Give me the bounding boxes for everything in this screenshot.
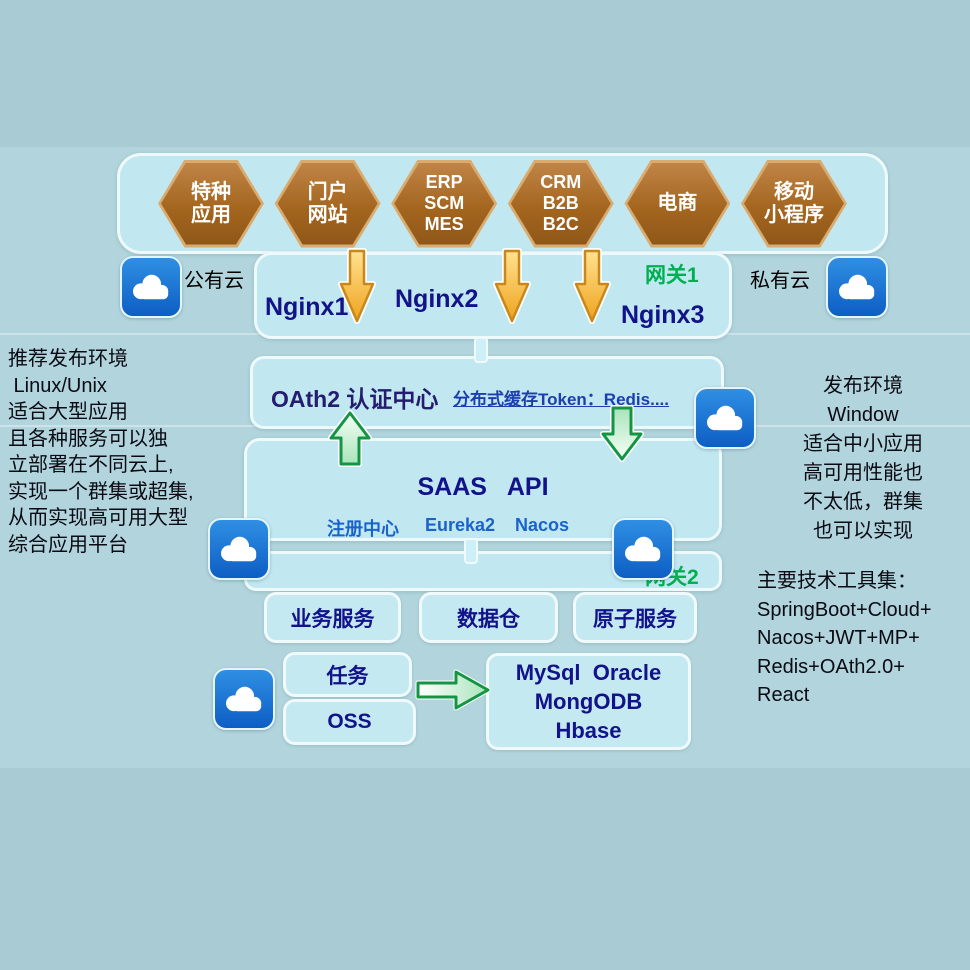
- business-service-label: 业务服务: [290, 607, 375, 631]
- connector: [474, 337, 488, 363]
- app-hexagon-label: ERP SCM MES: [424, 172, 465, 234]
- cloud-glyph: [839, 274, 875, 300]
- hexagon-shape: [627, 162, 728, 245]
- nginx3-label: Nginx3: [621, 301, 705, 329]
- up-arrow-icon: [328, 410, 372, 467]
- cloud-icon: [213, 668, 275, 730]
- tech-stack-note: 主要技术工具集： SpringBoot+Cloud+ Nacos+JWT+MP+…: [757, 570, 932, 706]
- app-hexagon-label: 移动 小程序: [763, 181, 824, 226]
- application-layer-panel: 特种 应用 门户 网站 ERP SCM MES CRM B2B B2C 电商 移…: [117, 153, 888, 254]
- saas-api-title: SAAS API: [417, 473, 549, 501]
- oauth-label: OAth2 认证中心: [271, 386, 439, 412]
- app-hexagon: 电商: [624, 159, 731, 248]
- data-warehouse-box: 数据仓: [419, 592, 558, 643]
- cloud-icon: [826, 256, 888, 318]
- gateway-panel: Nginx1 Nginx2 Nginx3 网关2 网关1: [254, 252, 732, 339]
- app-hexagon-label: CRM B2B B2C: [540, 172, 582, 234]
- gateway1-label: 网关1: [645, 264, 699, 287]
- right-note: 发布环境 Window 适合中小应用 高可用性能也 不太低，群集 也可以实现: [803, 375, 923, 542]
- cloud-icon: [120, 256, 182, 318]
- oss-label: OSS: [327, 710, 372, 733]
- app-hexagon: CRM B2B B2C: [507, 159, 614, 248]
- cloud-icon: [208, 518, 270, 580]
- database-box: MySql Oracle MongODB Hbase: [486, 653, 691, 750]
- app-hexagon: 移动 小程序: [740, 159, 847, 248]
- nginx2-label: Nginx2: [395, 285, 479, 313]
- nacos-label: Nacos: [515, 515, 570, 535]
- task-label: 任务: [326, 664, 369, 688]
- hexagon-shape: [743, 162, 844, 245]
- app-hexagon-label: 门户 网站: [307, 181, 348, 226]
- registry-label: 注册中心: [327, 519, 399, 539]
- cloud-icon: [612, 518, 674, 580]
- auth-panel: OAth2 认证中心 分布式缓存Token：Redis....: [250, 356, 724, 429]
- app-hexagon: 门户 网站: [274, 159, 381, 248]
- left-note: 推荐发布环境 Linux/Unix 适合大型应用 且各种服务可以独 立部署在不同…: [8, 348, 194, 556]
- cloud-glyph: [707, 405, 743, 431]
- down-arrow-icon: [493, 248, 531, 324]
- cloud-glyph: [226, 686, 262, 712]
- public-cloud-label: 公有云: [184, 270, 244, 292]
- app-hexagon: ERP SCM MES: [391, 159, 498, 248]
- token-cache-label: 分布式缓存Token：Redis....: [453, 390, 669, 409]
- database-label: MySql Oracle MongODB Hbase: [515, 660, 662, 743]
- down-arrow-icon: [338, 248, 376, 324]
- cloud-glyph: [133, 274, 169, 300]
- data-warehouse-label: 数据仓: [457, 607, 520, 631]
- app-hexagon-label: 电商: [657, 192, 698, 215]
- oss-box: OSS: [283, 699, 416, 745]
- private-cloud-label: 私有云: [750, 270, 810, 292]
- atomic-service-box: 原子服务: [573, 592, 697, 643]
- app-hexagon: 特种 应用: [158, 159, 264, 248]
- app-hexagon-label: 特种 应用: [191, 181, 231, 226]
- hexagon-shape: [161, 162, 261, 245]
- eureka-label: Eureka2: [425, 515, 496, 535]
- right-arrow-icon: [415, 669, 491, 711]
- business-service-box: 业务服务: [264, 592, 401, 643]
- task-box: 任务: [283, 652, 412, 697]
- cloud-glyph: [625, 536, 661, 562]
- cloud-glyph: [221, 536, 257, 562]
- atomic-service-label: 原子服务: [593, 607, 677, 631]
- connector: [464, 538, 478, 564]
- cloud-icon: [694, 387, 756, 449]
- hexagon-shape: [510, 162, 611, 245]
- nginx1-label: Nginx1: [265, 293, 349, 321]
- down-arrow-icon: [600, 405, 644, 462]
- down-arrow-icon: [573, 248, 611, 324]
